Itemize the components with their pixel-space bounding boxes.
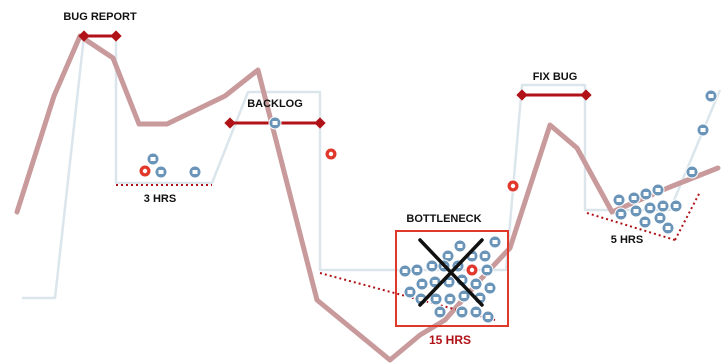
people-icon xyxy=(154,165,168,179)
people-icon xyxy=(455,305,469,319)
label-bottleneck: BOTTLENECK xyxy=(406,213,481,225)
diamond-icon xyxy=(488,235,502,249)
label-bug-report: BUG REPORT xyxy=(63,11,137,23)
people-icon xyxy=(425,259,439,273)
device-icon xyxy=(612,193,626,207)
mountain-icon xyxy=(669,199,683,213)
device-icon xyxy=(643,201,657,215)
phase-bar-fix-bug xyxy=(516,89,592,101)
people-icon xyxy=(415,277,429,291)
monitor-icon xyxy=(469,277,483,291)
mountain-icon xyxy=(478,249,492,263)
diamond-icon xyxy=(704,89,718,103)
bug-icon xyxy=(465,263,479,277)
thin-flow-line xyxy=(22,34,722,300)
device-icon xyxy=(685,165,699,179)
bug-icon xyxy=(138,164,152,178)
device-icon xyxy=(457,289,471,303)
diamond-icon xyxy=(410,263,424,277)
main-flow-line xyxy=(14,33,721,363)
rocket-icon xyxy=(469,305,483,319)
monitor-icon xyxy=(696,123,710,137)
rocket-icon xyxy=(651,183,665,197)
bottleneck-x-mark xyxy=(418,238,484,307)
diamond-icon xyxy=(638,215,652,229)
phase-bar-bug-report xyxy=(78,30,122,42)
label-backlog: BACKLOG xyxy=(247,98,303,110)
monitor-icon xyxy=(146,152,160,166)
label-5-hrs: 5 HRS xyxy=(611,234,643,246)
monitor-icon xyxy=(398,264,412,278)
diamond-icon xyxy=(483,281,497,295)
rocket-icon xyxy=(188,165,202,179)
people-icon xyxy=(639,187,653,201)
diamond-icon xyxy=(627,191,641,205)
diamond-icon xyxy=(403,285,417,299)
monitor-icon xyxy=(614,207,628,221)
people-icon xyxy=(653,211,667,225)
wait-line-5hrs-end xyxy=(674,191,701,241)
diamond-icon xyxy=(433,305,447,319)
bug-icon xyxy=(324,147,338,161)
mountain-icon xyxy=(481,310,495,324)
wait-line-5hrs xyxy=(586,212,676,241)
people-icon xyxy=(453,239,467,253)
mountain-icon xyxy=(443,292,457,306)
rocket-icon xyxy=(429,292,443,306)
bottleneck-box xyxy=(395,230,509,327)
label-3-hrs: 3 HRS xyxy=(144,193,176,205)
mountain-icon xyxy=(629,204,643,218)
bug-icon xyxy=(506,179,520,193)
label-15-hrs: 15 HRS xyxy=(429,333,471,347)
label-fix-bug: FIX BUG xyxy=(533,71,578,83)
mountain-icon xyxy=(268,116,282,130)
monitor-icon xyxy=(480,263,494,277)
monitor-icon xyxy=(656,199,670,213)
rocket-icon xyxy=(661,221,675,235)
